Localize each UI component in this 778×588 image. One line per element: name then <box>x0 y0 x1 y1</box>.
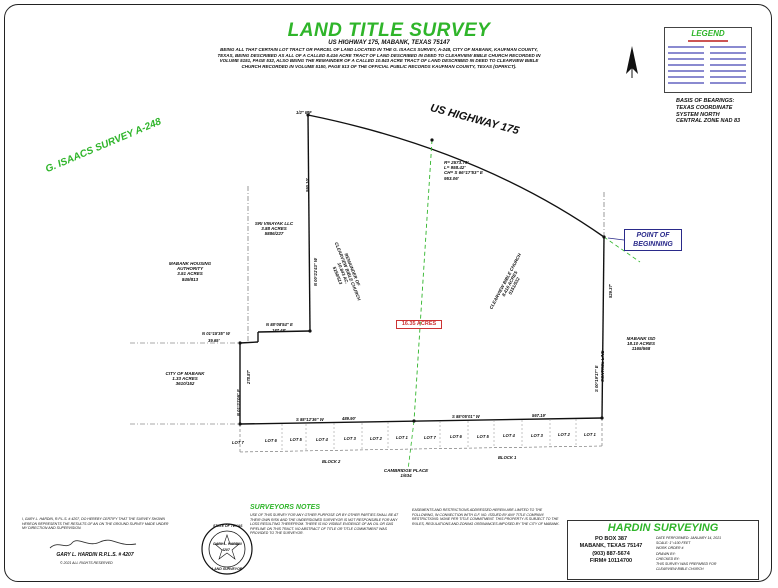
lot-right-5: LOT 5 <box>477 434 489 439</box>
call-vert-bearing: N 00°21'43" W <box>313 258 318 286</box>
seal-name: GARY L. HARDIN <box>213 542 242 546</box>
seal-state: STATE OF TEXAS <box>213 524 243 528</box>
legend-title: LEGEND <box>691 29 725 38</box>
row-extension-line <box>603 236 641 263</box>
company-contact: PO BOX 387 MABANK, TEXAS 75147 (903) 887… <box>579 536 643 565</box>
lot-left-7: LOT 7 <box>232 440 244 445</box>
call-s-west-2: S 88°05'01" W <box>452 414 480 419</box>
total-acres-badge: 16.35 ACRES <box>396 320 442 329</box>
lot-right-4: LOT 4 <box>503 433 515 438</box>
north-arrow-icon <box>626 46 638 78</box>
signature-icon <box>49 539 137 549</box>
lot-right-6: LOT 6 <box>450 434 462 439</box>
notes-right: EASEMENTS AND RESTRICTIONS ADDRESSED HER… <box>412 508 560 526</box>
company-box: HARDIN SURVEYING PO BOX 387 MABANK, TEXA… <box>567 520 759 580</box>
lot-right-1: LOT 1 <box>584 432 596 437</box>
call-left-len: 278.87' <box>246 370 251 384</box>
lot-left-1: LOT 1 <box>396 435 408 440</box>
legend-box: LEGEND <box>664 27 752 93</box>
call-n-west: N 01°15'35" W <box>202 331 230 336</box>
call-right-bearing: S 00°19'17" E <box>594 365 599 392</box>
copyright-text: © 2021 ALL RIGHTS RESERVED <box>60 561 113 565</box>
call-n-east-len: 187.48' <box>272 328 286 333</box>
call-n-east: N 88°08'54" E <box>266 322 293 327</box>
call-s-west-1-len: 489.90' <box>342 416 356 421</box>
tract-divide-extension <box>407 420 415 471</box>
north-jog-line <box>257 330 311 333</box>
page-title: LAND TITLE SURVEY <box>287 20 491 41</box>
notes-body: USE OF THIS SURVEY FOR ANY OTHER PURPOSE… <box>250 513 399 536</box>
call-s-west-1: S 88°12'36" W <box>296 417 324 422</box>
seal-title: LAND SURVEYOR <box>212 567 243 571</box>
seal-number: 4207 <box>222 548 230 552</box>
sheet-border <box>4 4 772 582</box>
block-2-label: BLOCK 2 <box>322 459 341 464</box>
west-parcel-line <box>307 114 311 332</box>
legend-entries <box>668 40 748 88</box>
surveyor-seal-icon <box>201 523 253 575</box>
surveyor-name: GARY L. HARDIN R.P.L.S. # 4207 <box>56 552 134 558</box>
lot-left-6: LOT 6 <box>265 438 277 443</box>
legal-description: BEING ALL THAT CERTAIN LOT TRACT OR PARC… <box>217 47 541 69</box>
call-vert-len: 560.10' <box>305 178 310 192</box>
lot-left-2: LOT 2 <box>370 436 382 441</box>
surveyor-certificate: I, GARY L. HARDIN, R.P.L.S. # 4207, DO H… <box>22 517 169 531</box>
call-n-west-len: 39.65' <box>208 338 220 343</box>
basis-of-bearings: BASIS OF BEARINGS: TEXAS COORDINATE SYST… <box>676 98 741 125</box>
south-boundary-line <box>239 417 603 425</box>
lot-right-7: LOT 7 <box>424 435 436 440</box>
tract-divide-line <box>413 139 433 422</box>
east-boundary-line <box>601 236 605 419</box>
lot-left-5: LOT 5 <box>290 437 302 442</box>
point-of-beginning-label: POINT OF BEGINNING <box>624 229 682 251</box>
company-details: DATE PERFORMED: JANUARY 14, 2021 SCALE: … <box>656 536 722 572</box>
corner-iron-label: 1/2" IRF <box>296 110 312 115</box>
notes-title: SURVEYORS NOTES <box>250 504 321 511</box>
call-s-west-2-len: 567.19' <box>532 413 546 418</box>
lot-right-3: LOT 3 <box>531 433 543 438</box>
lot-left-3: LOT 3 <box>344 436 356 441</box>
curve-data: R= 2573.79' L= 958.42' CH= S 66°17'53" E… <box>444 160 483 181</box>
call-right-len: 529.37' <box>608 284 613 298</box>
block-1-label: BLOCK 1 <box>498 455 517 460</box>
company-name: HARDIN SURVEYING <box>607 522 719 534</box>
jog-line-1 <box>239 341 259 344</box>
call-left-bearing: N 01°21'09" E <box>236 389 241 416</box>
lot-left-4: LOT 4 <box>316 437 328 442</box>
call-right-label: CONTROL LINE <box>600 350 605 382</box>
lot-right-2: LOT 2 <box>558 432 570 437</box>
page-subtitle: US HIGHWAY 175, MABANK, TEXAS 75147 <box>328 40 450 46</box>
highway-boundary-line <box>307 114 605 238</box>
